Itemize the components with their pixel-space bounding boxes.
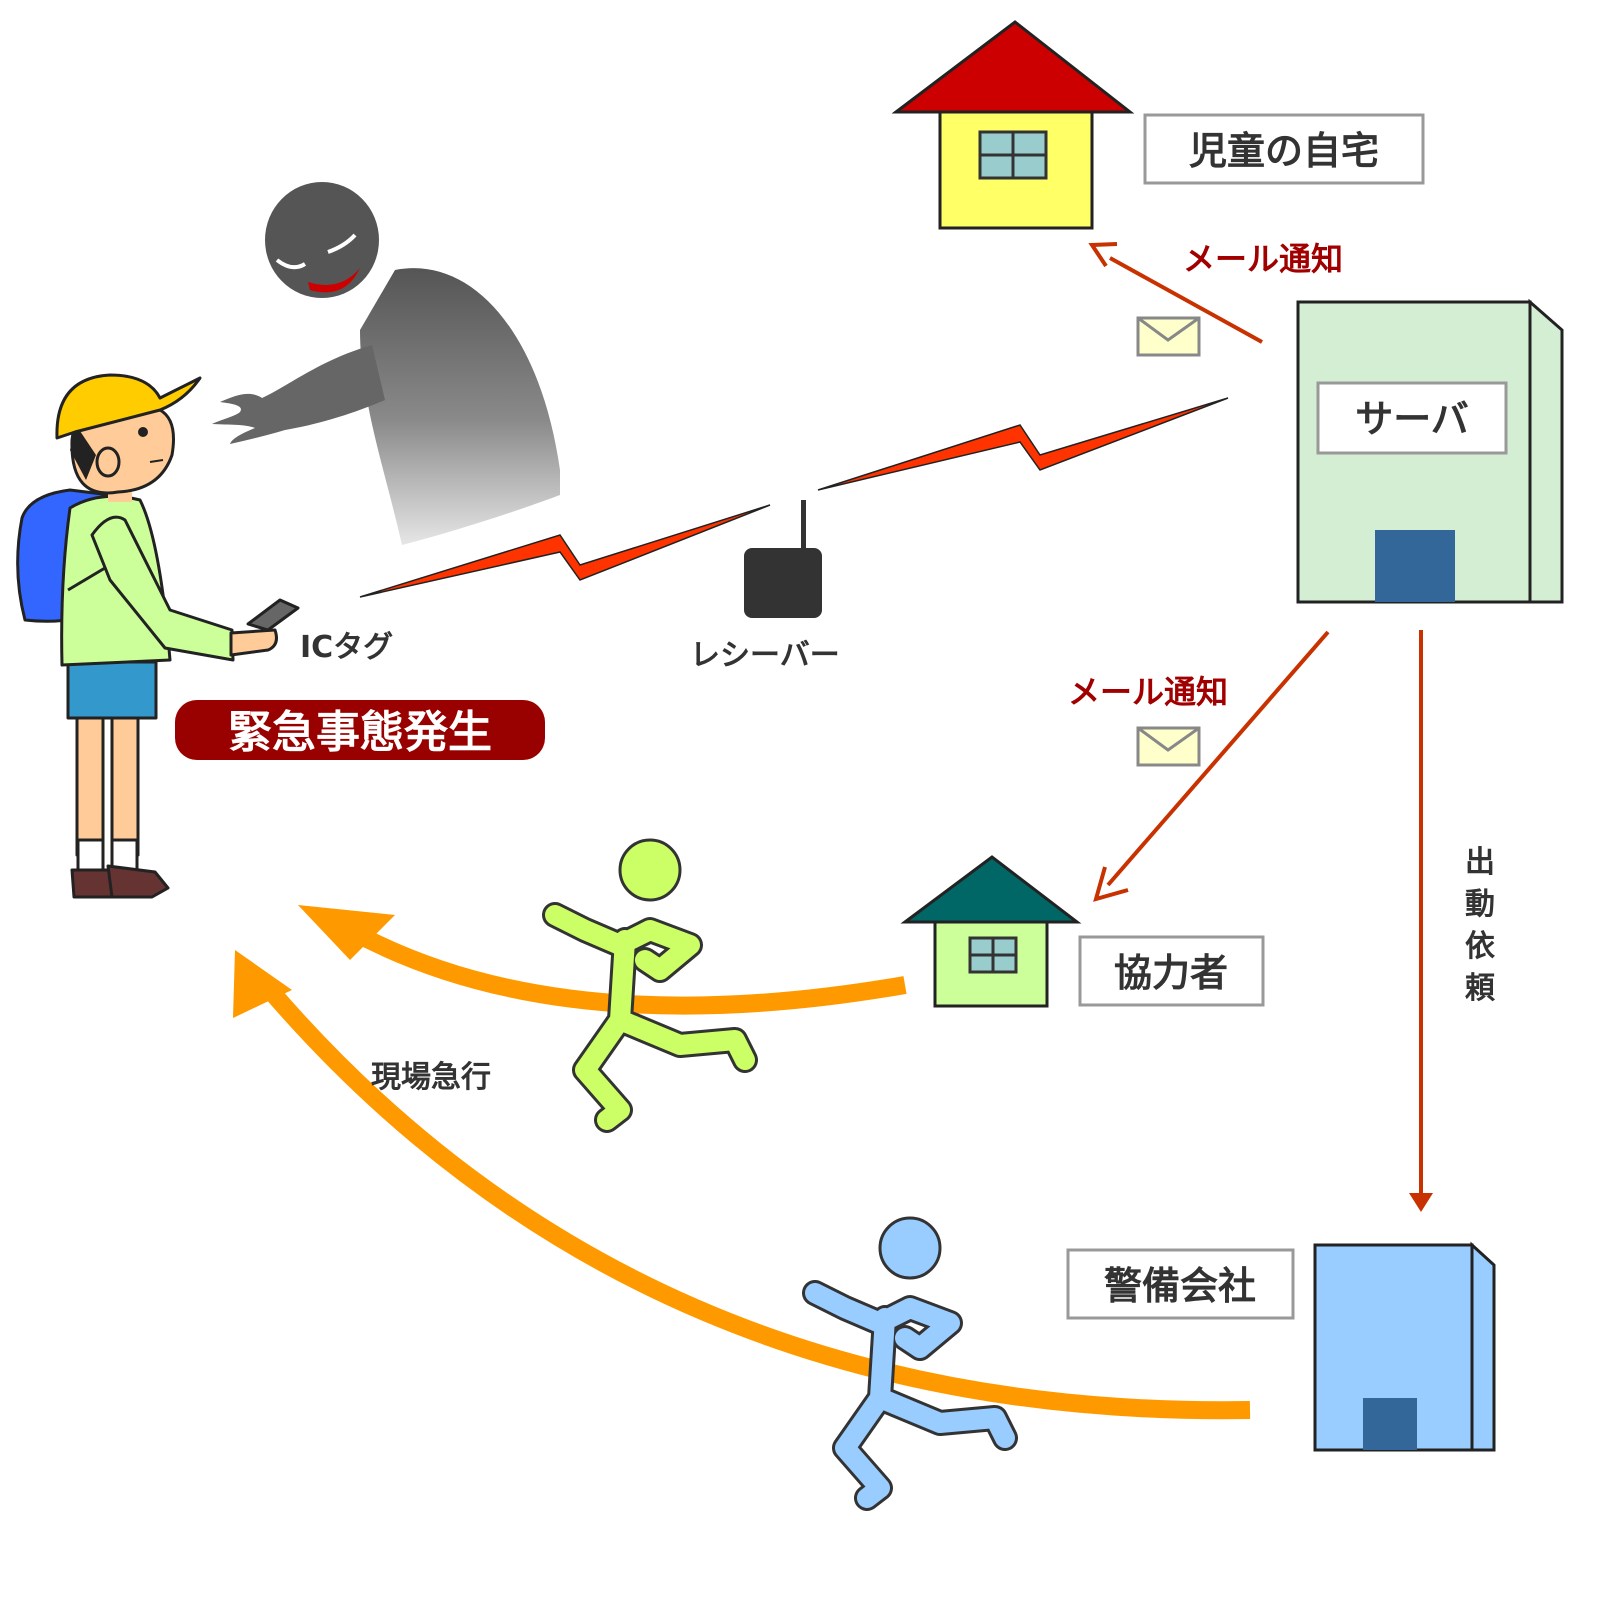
- lightning-receiver-to-server: [817, 397, 1229, 491]
- security-label-text: 警備会社: [1104, 1264, 1256, 1308]
- mail-notice-cooperator: メール通知: [1068, 673, 1228, 711]
- home-label-text: 児童の自宅: [1189, 129, 1379, 173]
- envelope-icon: [1136, 316, 1201, 357]
- security-label: 警備会社: [1066, 1248, 1295, 1320]
- envelope-icon: [1136, 726, 1201, 767]
- rush-arrow-security: [233, 950, 1251, 1420]
- rush-arrow-cooperator: [298, 905, 907, 1015]
- emergency-text: 緊急事態発生: [228, 707, 492, 758]
- lightning-tag-to-receiver: [359, 504, 771, 598]
- emergency-badge: 緊急事態発生: [175, 700, 545, 760]
- svg-text:動: 動: [1465, 887, 1495, 922]
- arrow-server-to-home: [1088, 242, 1263, 344]
- receiver-label: レシーバー: [690, 638, 840, 673]
- runner-icon-security: [802, 1216, 1018, 1511]
- server-label: サーバ: [1316, 381, 1508, 455]
- receiver-icon: [744, 500, 822, 618]
- dispatch-request-label: 出 動 依 頼: [1465, 845, 1496, 1006]
- cooperator-label-text: 協力者: [1114, 951, 1228, 995]
- cooperator-label: 協力者: [1078, 935, 1265, 1007]
- home-house-icon: [891, 20, 1135, 230]
- mail-notice-home: メール通知: [1183, 240, 1343, 278]
- svg-text:出: 出: [1465, 845, 1495, 880]
- home-label: 児童の自宅: [1143, 113, 1425, 185]
- svg-text:依: 依: [1465, 929, 1496, 964]
- svg-text:頼: 頼: [1465, 971, 1496, 1006]
- child-icon: [16, 373, 300, 899]
- server-label-text: サーバ: [1355, 397, 1469, 441]
- security-building-icon: [1313, 1241, 1496, 1452]
- ic-tag-label: ICタグ: [300, 630, 393, 665]
- cooperator-house-icon: [900, 855, 1082, 1008]
- runner-icon-cooperator: [542, 838, 758, 1133]
- arrow-server-to-cooperator: [1093, 630, 1330, 902]
- rush-label: 現場急行: [371, 1060, 491, 1095]
- arrow-server-to-security: [1409, 630, 1433, 1212]
- suspicious-person-icon: [212, 182, 560, 545]
